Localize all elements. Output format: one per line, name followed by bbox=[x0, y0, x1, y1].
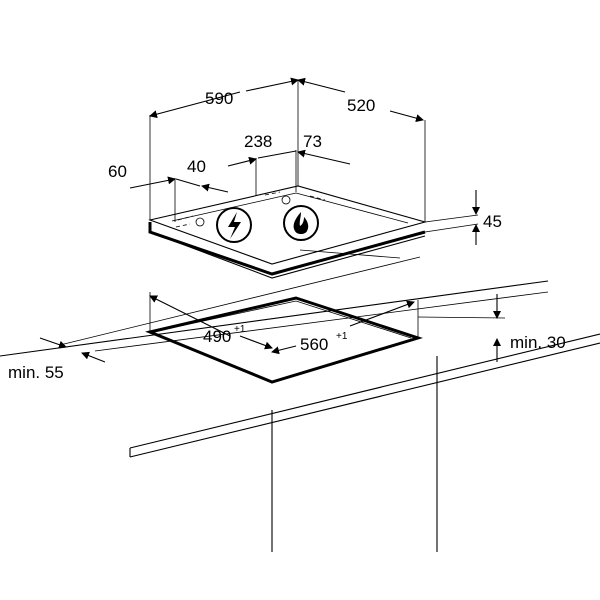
hob bbox=[148, 185, 428, 279]
knob-marker bbox=[195, 217, 205, 227]
dim-560-tolerance: +1 bbox=[336, 331, 348, 342]
hob-bottom-edge bbox=[149, 231, 426, 279]
countertop bbox=[0, 256, 600, 552]
lightning-icon bbox=[216, 207, 252, 243]
dim-40: 40 bbox=[187, 157, 206, 176]
hob-edge bbox=[148, 222, 426, 276]
flame-icon bbox=[283, 205, 319, 241]
dim-520: 520 bbox=[347, 96, 375, 115]
dim-60: 60 bbox=[108, 162, 127, 181]
dim-490: 490 bbox=[203, 327, 231, 346]
dim-238: 238 bbox=[244, 132, 272, 151]
dim-73: 73 bbox=[303, 132, 322, 151]
dim-590: 590 bbox=[205, 89, 233, 108]
dim-490-tolerance: +1 bbox=[234, 324, 246, 335]
cutout-dimensions: 490 +1 560 +1 min. 55 min. 30 bbox=[8, 292, 566, 382]
cutout bbox=[145, 296, 423, 384]
dim-45: 45 bbox=[483, 212, 502, 231]
dim-min-55: min. 55 bbox=[8, 363, 64, 382]
dim-560: 560 bbox=[300, 335, 328, 354]
hob-dimensions: 590 520 238 73 60 40 45 bbox=[108, 77, 502, 245]
dim-min-30: min. 30 bbox=[510, 333, 566, 352]
knob-marker bbox=[281, 195, 291, 205]
